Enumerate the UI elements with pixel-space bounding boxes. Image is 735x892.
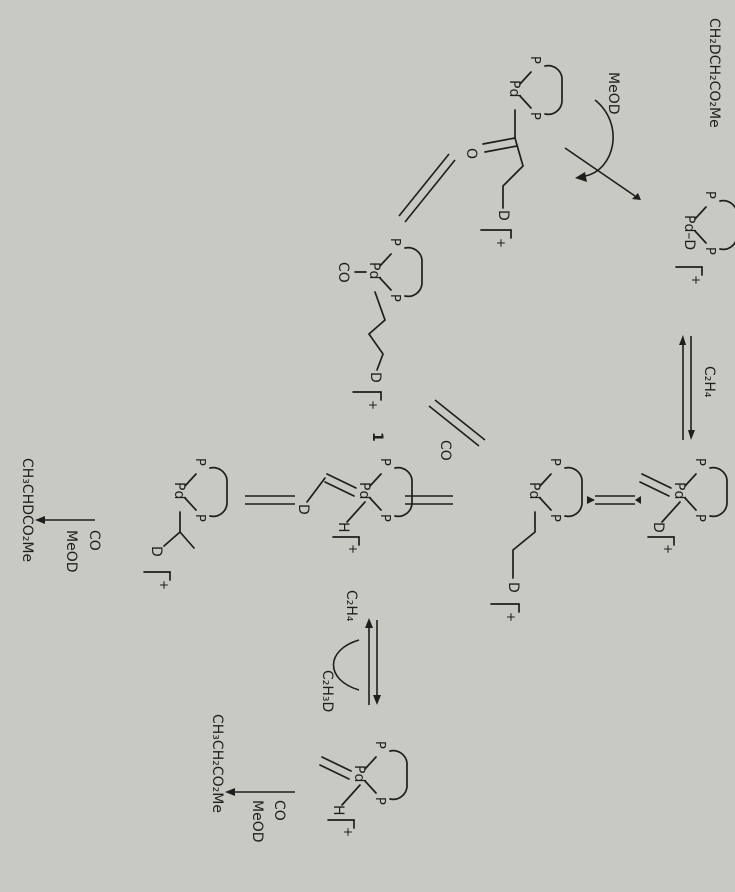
complex-branched-pd: P P Pd D +: [143, 458, 228, 590]
pd-d-label: Pd–D: [681, 215, 697, 250]
svg-text:D: D: [367, 372, 383, 383]
svg-text:P: P: [377, 458, 392, 466]
product-1: CH₂DCH₂CO₂Me: [706, 18, 722, 128]
svg-text:Pd: Pd: [171, 482, 187, 499]
svg-text:D: D: [505, 582, 521, 593]
svg-text:P: P: [547, 458, 562, 466]
svg-text:+: +: [341, 827, 355, 837]
arrow-a-b: C₂H₄: [679, 335, 717, 440]
reagent-co-2: CO: [86, 530, 102, 551]
product-3: CH₃CH₂CO₂Me: [209, 714, 225, 813]
complex-pd-h-ethylene: P P Pd H +: [319, 741, 408, 837]
svg-text:P: P: [387, 238, 402, 246]
svg-text:P: P: [692, 458, 707, 466]
arrow-f-h: C₂H₄ C₂H₃D: [319, 590, 381, 712]
complex-alkyl-co-pd: P P Pd CO D +: [335, 238, 423, 410]
reagent-c2h4-2: C₂H₄: [343, 590, 359, 622]
complex-alkyl-pd: P P Pd D +: [490, 458, 583, 622]
svg-text:D: D: [295, 504, 311, 515]
svg-text:P: P: [527, 112, 542, 120]
complex-pd-d: P P Pd–D +: [675, 191, 735, 285]
svg-text:H: H: [330, 805, 346, 816]
svg-text:+: +: [504, 612, 518, 622]
svg-text:P: P: [192, 514, 207, 522]
arrow-c-f: [405, 495, 453, 505]
reagent-meod-2: MeOD: [63, 530, 79, 573]
complex-1-pd-h: P P Pd H D + 1: [295, 432, 413, 554]
p-left: P: [702, 191, 717, 199]
svg-text:Pd: Pd: [671, 482, 687, 499]
arrow-b-c: [587, 495, 641, 505]
svg-text:P: P: [547, 514, 562, 522]
svg-text:H: H: [335, 522, 351, 533]
reagent-c2h3d: C₂H₃D: [319, 670, 335, 712]
arrow-d-a: MeOD: [564, 72, 641, 200]
svg-text:Pd: Pd: [351, 765, 367, 782]
p-right: P: [702, 247, 717, 255]
svg-text:Pd: Pd: [366, 262, 382, 279]
svg-text:Pd: Pd: [356, 482, 372, 499]
charge: +: [689, 275, 703, 285]
reagent-meod-1: MeOD: [605, 72, 621, 115]
compound-number-1: 1: [369, 432, 385, 442]
svg-text:P: P: [372, 741, 387, 749]
svg-text:P: P: [692, 514, 707, 522]
svg-text:+: +: [661, 544, 675, 554]
svg-text:+: +: [346, 544, 360, 554]
reagent-meod-3: MeOD: [249, 800, 265, 843]
svg-text:CO: CO: [335, 262, 351, 283]
svg-text:P: P: [192, 458, 207, 466]
svg-text:+: +: [494, 238, 508, 248]
reagent-co-1: CO: [437, 440, 453, 461]
svg-text:+: +: [366, 400, 380, 410]
svg-text:P: P: [372, 797, 387, 805]
reagent-c2h4-1: C₂H₄: [701, 366, 717, 398]
svg-text:D: D: [148, 546, 164, 557]
complex-acyl-pd: P P Pd O D +: [463, 56, 563, 248]
complex-ethylene-pd-d: P P Pd D +: [639, 458, 728, 554]
arrow-e-d: [398, 153, 456, 223]
svg-text:Pd: Pd: [506, 80, 522, 97]
svg-text:P: P: [377, 514, 392, 522]
svg-text:+: +: [157, 580, 171, 590]
arrow-g-product: CO MeOD: [35, 516, 102, 573]
svg-text:P: P: [527, 56, 542, 64]
arrow-c-e: CO: [428, 399, 486, 461]
svg-text:D: D: [495, 210, 511, 221]
arrow-h-product: CO MeOD: [225, 788, 295, 843]
arrow-f-g: [245, 495, 295, 505]
svg-text:D: D: [650, 522, 666, 533]
svg-text:Pd: Pd: [526, 482, 542, 499]
svg-text:P: P: [387, 294, 402, 302]
product-2: CH₃CHDCO₂Me: [19, 458, 35, 562]
reagent-co-3: CO: [271, 800, 287, 821]
svg-text:O: O: [463, 148, 479, 159]
